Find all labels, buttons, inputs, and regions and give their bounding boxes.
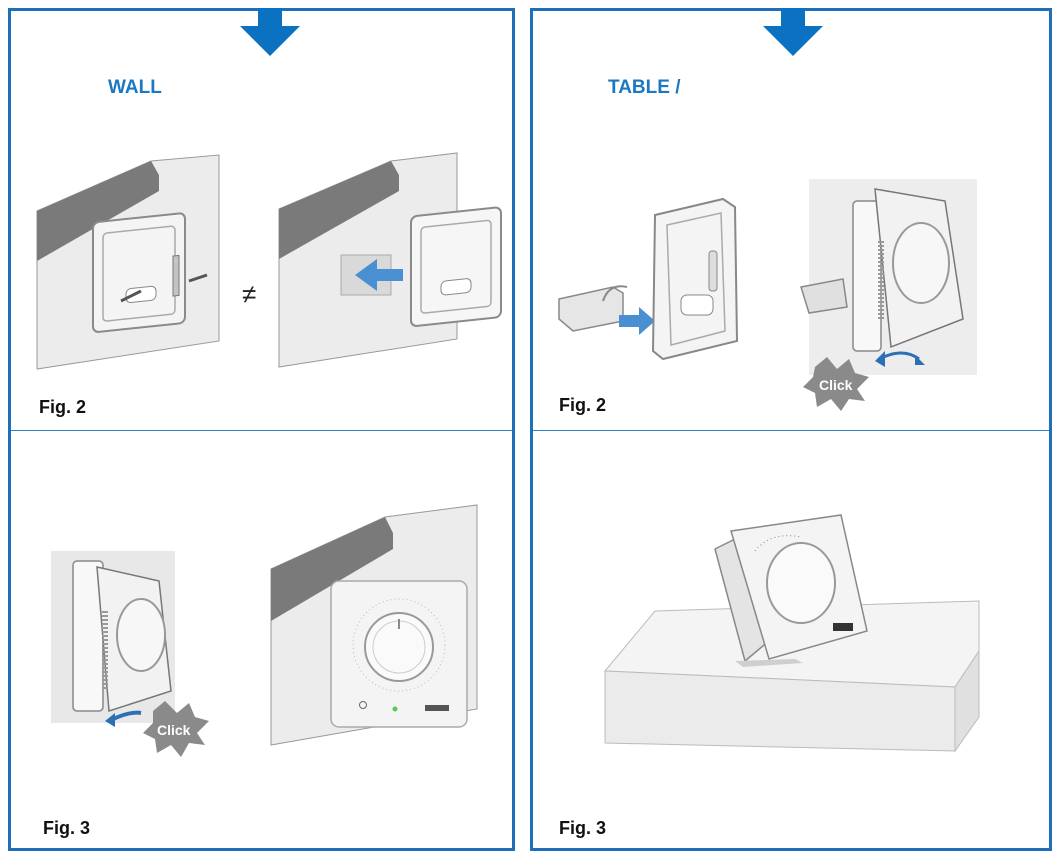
- table-heading: TABLE /: [608, 77, 681, 98]
- wall-panel: WALL ≠ Fig. 2 Click: [8, 8, 515, 851]
- wall-fig3-label: Fig. 3: [43, 818, 91, 838]
- not-equal-symbol: ≠: [242, 279, 257, 309]
- table-thermostat-standing-illustration: [603, 514, 980, 753]
- table-fig3-label: Fig. 3: [559, 818, 607, 838]
- wall-backplate-screw-illustration: [36, 154, 220, 370]
- wall-backplate-adhesive-illustration: [278, 152, 502, 368]
- table-divider: [533, 430, 1049, 431]
- down-arrow-icon: [240, 8, 300, 56]
- table-thermostat-click-illustration: Click: [800, 179, 977, 411]
- table-panel: TABLE / Click Fig. 2 Fig.: [530, 8, 1052, 851]
- down-arrow-icon: [763, 8, 823, 56]
- wall-thermostat-click-illustration: Click: [51, 551, 209, 757]
- table-click-text: Click: [819, 377, 853, 393]
- wall-heading: WALL: [108, 77, 162, 98]
- wall-fig2-label: Fig. 2: [39, 397, 87, 417]
- wall-divider: [11, 430, 512, 431]
- wall-thermostat-mounted-illustration: [270, 504, 478, 746]
- table-fig2-label: Fig. 2: [559, 395, 607, 415]
- table-stand-attach-illustration: [558, 197, 739, 361]
- wall-click-text: Click: [157, 722, 191, 738]
